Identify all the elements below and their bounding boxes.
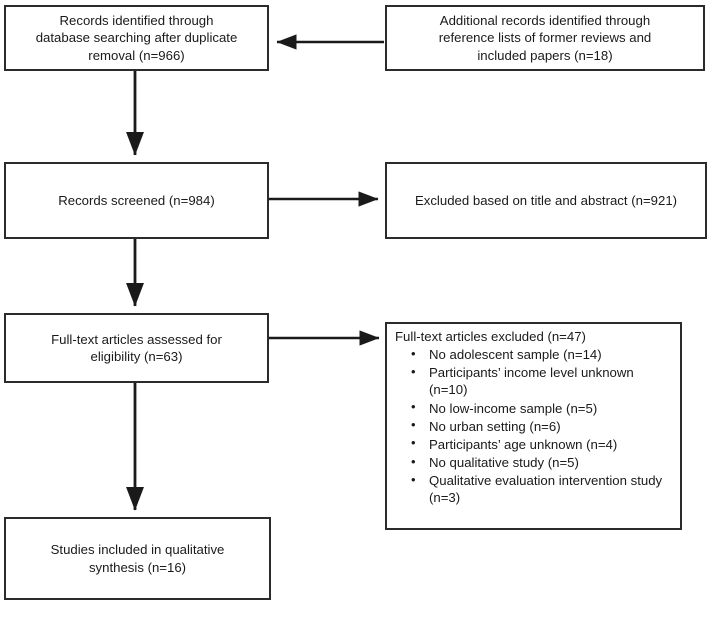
- box-records-identified-text: Records identified through database sear…: [35, 12, 238, 63]
- exclusion-reason-label: Participants’ income level unknown (n=10…: [429, 365, 634, 398]
- box-records-identified: Records identified through database sear…: [4, 5, 269, 71]
- box-studies-included-text: Studies included in qualitative synthesi…: [50, 542, 225, 575]
- box-fulltext-excluded-heading: Full-text articles excluded (n=47): [395, 329, 586, 344]
- exclusion-reason-item: • Participants’ income level unknown (n=1…: [411, 364, 674, 398]
- fulltext-exclusion-reason-list: • No adolescent sample (n=14) • Participant…: [395, 346, 674, 506]
- exclusion-reason-item: • No urban setting (n=6): [411, 417, 674, 435]
- box-excluded-title-abstract: Excluded based on title and abstract (n=…: [385, 162, 707, 239]
- exclusion-reason-item: • No qualitative study (n=5): [411, 454, 674, 471]
- exclusion-reason-label: No qualitative study (n=5): [429, 455, 579, 471]
- exclusion-reason-item: • No low-income sample (n=5): [411, 399, 674, 417]
- exclusion-reason-item: • Participants’ age unknown (n=4): [411, 435, 674, 453]
- bullet-icon: •: [411, 471, 416, 487]
- box-additional-records: Additional records identified through re…: [385, 5, 705, 71]
- exclusion-reason-label: Qualitative evaluation intervention stud…: [429, 473, 663, 506]
- box-records-screened-text: Records screened (n=984): [58, 192, 215, 208]
- exclusion-reason-item: • Qualitative evaluation intervention stu…: [411, 472, 674, 506]
- exclusion-reason-label: Participants’ age unknown (n=4): [429, 436, 618, 452]
- bullet-icon: •: [411, 435, 416, 451]
- exclusion-reason-label: No urban setting (n=6): [429, 418, 561, 434]
- bullet-icon: •: [411, 417, 416, 433]
- exclusion-reason-label: No adolescent sample (n=14): [429, 347, 602, 363]
- bullet-icon: •: [411, 453, 416, 469]
- bullet-icon: •: [411, 345, 416, 361]
- exclusion-reason-item: • No adolescent sample (n=14): [411, 346, 674, 363]
- bullet-icon: •: [411, 399, 416, 415]
- box-fulltext-excluded: Full-text articles excluded (n=47) • No a…: [385, 322, 682, 530]
- box-additional-records-text: Additional records identified through re…: [438, 12, 652, 63]
- box-fulltext-assessed-text: Full-text articles assessed for eligibil…: [51, 331, 222, 364]
- bullet-icon: •: [411, 363, 416, 379]
- box-studies-included: Studies included in qualitative synthesi…: [4, 517, 271, 600]
- box-fulltext-assessed: Full-text articles assessed for eligibil…: [4, 313, 269, 383]
- exclusion-reason-label: No low-income sample (n=5): [429, 400, 598, 416]
- box-records-screened: Records screened (n=984): [4, 162, 269, 239]
- box-excluded-title-abstract-text: Excluded based on title and abstract (n=…: [414, 192, 678, 208]
